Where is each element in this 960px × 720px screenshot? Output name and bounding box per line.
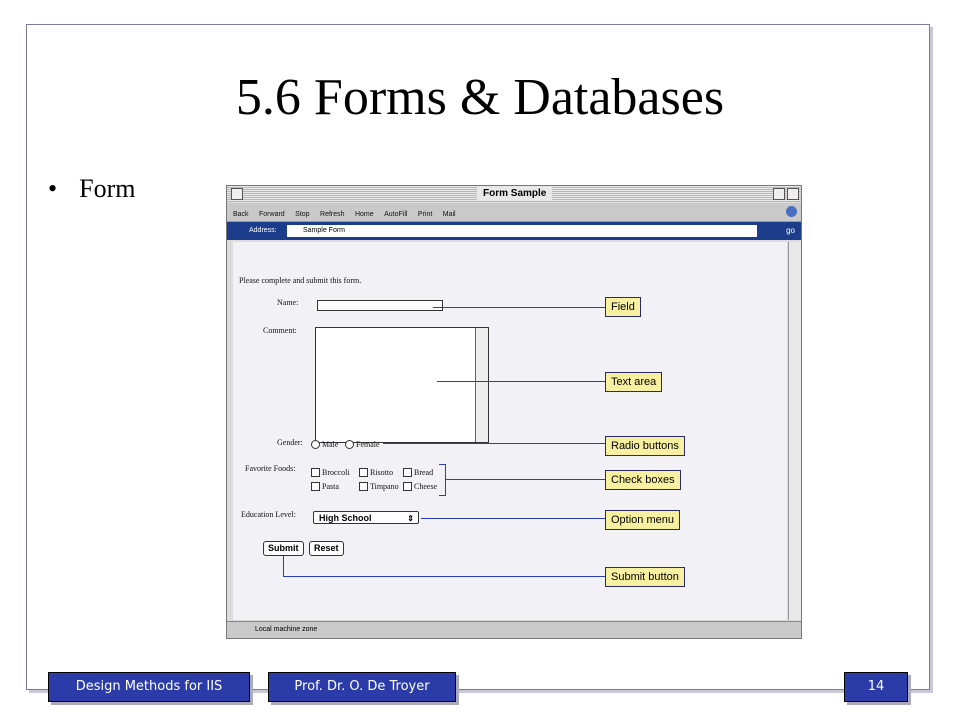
- toolbar-home[interactable]: Home: [354, 211, 374, 218]
- callout-option: Option menu: [605, 510, 680, 530]
- callout-line-check: [446, 479, 605, 480]
- browser-screenshot: Form Sample Back Forward Stop Refresh Ho…: [226, 185, 802, 639]
- window-title: Form Sample: [477, 187, 553, 201]
- bullet-item: • Form: [48, 174, 135, 204]
- toolbar-stop[interactable]: Stop: [295, 211, 310, 218]
- bullet-dot: •: [48, 174, 58, 203]
- check-bread[interactable]: [403, 468, 412, 477]
- check-timpano-label: Timpano: [370, 482, 399, 491]
- callout-textarea: Text area: [605, 372, 663, 392]
- address-input[interactable]: Sample Form: [287, 225, 757, 237]
- go-button[interactable]: go: [786, 226, 795, 235]
- callout-line-submit: [283, 556, 606, 577]
- check-cheese[interactable]: [403, 482, 412, 491]
- callout-check: Check boxes: [605, 470, 681, 490]
- check-timpano[interactable]: [359, 482, 368, 491]
- check-risotto[interactable]: [359, 468, 368, 477]
- callout-field: Field: [605, 297, 641, 317]
- textarea-scrollbar[interactable]: [475, 328, 488, 442]
- close-box-icon[interactable]: [231, 188, 243, 200]
- radio-male-label: Male: [322, 440, 339, 449]
- check-bread-label: Bread: [414, 468, 434, 477]
- radio-female[interactable]: [345, 440, 354, 449]
- callout-line-radio: [383, 443, 605, 444]
- name-label: Name:: [277, 298, 299, 307]
- bullet-text: Form: [79, 174, 136, 203]
- education-select[interactable]: High School ⇕: [313, 511, 419, 524]
- submit-button[interactable]: Submit: [263, 541, 304, 556]
- window-titlebar: Form Sample: [227, 186, 801, 202]
- select-arrow-icon: ⇕: [407, 514, 414, 523]
- zoom-box-icon[interactable]: [773, 188, 785, 200]
- page-scrollbar[interactable]: [788, 242, 801, 620]
- toolbar-mail[interactable]: Mail: [442, 211, 456, 218]
- check-broccoli-label: Broccoli: [322, 468, 350, 477]
- comment-label: Comment:: [263, 326, 297, 335]
- slide-title: 5.6 Forms & Databases: [235, 69, 725, 126]
- form-page: Please complete and submit this form. Na…: [233, 242, 787, 620]
- callout-radio: Radio buttons: [605, 436, 685, 456]
- globe-icon: [786, 206, 797, 217]
- address-bar: Address: Sample Form go: [227, 222, 801, 240]
- foods-label: Favorite Foods:: [245, 464, 296, 473]
- form-intro: Please complete and submit this form.: [239, 276, 362, 285]
- footer-page-number: 14: [844, 672, 908, 702]
- toolbar-refresh[interactable]: Refresh: [320, 211, 345, 218]
- check-pasta-label: Pasta: [322, 482, 339, 491]
- toolbar-print[interactable]: Print: [417, 211, 433, 218]
- radio-female-label: Female: [356, 440, 380, 449]
- education-label: Education Level:: [241, 510, 296, 519]
- address-label: Address:: [249, 227, 277, 234]
- toolbar-back[interactable]: Back: [233, 211, 249, 218]
- toolbar-forward[interactable]: Forward: [259, 211, 285, 218]
- status-text: Local machine zone: [255, 626, 318, 633]
- checkbox-bracket: [439, 464, 446, 496]
- education-value: High School: [319, 513, 372, 523]
- name-input[interactable]: [317, 300, 443, 311]
- comment-textarea[interactable]: [315, 327, 489, 443]
- footer-course: Design Methods for IIS: [48, 672, 250, 702]
- callout-submit: Submit button: [605, 567, 685, 587]
- check-cheese-label: Cheese: [414, 482, 438, 491]
- status-bar: Local machine zone: [227, 621, 801, 638]
- browser-toolbar: Back Forward Stop Refresh Home AutoFill …: [227, 203, 801, 222]
- reset-button[interactable]: Reset: [309, 541, 344, 556]
- callout-line-option: [421, 518, 605, 519]
- check-broccoli[interactable]: [311, 468, 320, 477]
- footer-author: Prof. Dr. O. De Troyer: [268, 672, 456, 702]
- callout-line-textarea: [437, 381, 605, 382]
- toolbar-autofill[interactable]: AutoFill: [384, 211, 408, 218]
- radio-male[interactable]: [311, 440, 320, 449]
- collapse-box-icon[interactable]: [787, 188, 799, 200]
- gender-label: Gender:: [277, 438, 303, 447]
- callout-line-field: [433, 307, 605, 308]
- check-risotto-label: Risotto: [370, 468, 394, 477]
- check-pasta[interactable]: [311, 482, 320, 491]
